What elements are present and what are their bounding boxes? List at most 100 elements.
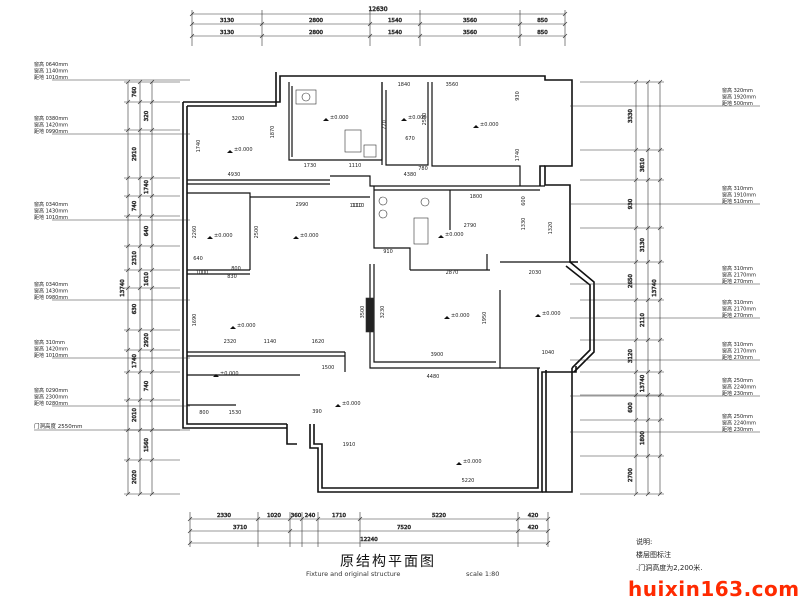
dimension-label: 3500 <box>360 306 366 319</box>
window-spec-label: 窗高 1910mm <box>722 192 756 199</box>
level-marker-icon <box>230 326 236 329</box>
level-label: ±0.000 <box>237 323 256 329</box>
dimension-label: 1730 <box>304 163 317 169</box>
dimension-tick <box>633 369 639 375</box>
window-spec-label: 窗高 1140mm <box>34 68 68 75</box>
dimension-tick <box>125 127 131 133</box>
dimension-tick <box>645 177 651 183</box>
dimension-label: 1740 <box>196 140 202 153</box>
right-dimension-lines: 3330381093031302650211031201374060018002… <box>580 79 664 497</box>
dimension-tick <box>137 347 143 353</box>
dimension-label: 2650 <box>628 274 634 288</box>
dimension-label: 2590 <box>422 113 428 126</box>
dimension-tick <box>149 285 155 291</box>
dimension-label: 2260 <box>192 226 198 239</box>
window-spec-label: 窗高 2170mm <box>722 306 756 313</box>
level-marker-icon <box>473 125 479 128</box>
level-marker-icon <box>401 118 407 121</box>
window-spec-label: 窗高 310mm <box>722 185 753 192</box>
dimension-label: 3900 <box>431 352 444 358</box>
window-spec-label: 窗高 0290mm <box>34 387 68 394</box>
dimension-tick <box>149 397 155 403</box>
dimension-tick <box>645 337 651 343</box>
dimension-label: 4480 <box>427 374 440 380</box>
dimension-tick <box>125 491 131 497</box>
dimension-tick <box>137 267 143 273</box>
dimension-tick <box>149 369 155 375</box>
dimension-tick <box>149 193 155 199</box>
dimension-label: 2990 <box>296 202 309 208</box>
level-label: ±0.000 <box>234 147 253 153</box>
dimension-label: 2020 <box>132 470 138 484</box>
dimension-label: 2920 <box>144 333 150 347</box>
window-spec-label: 窗高 310mm <box>722 299 753 306</box>
level-label: ±0.000 <box>342 401 361 407</box>
drawing-notes: 说明: 楼层图标注 .门洞高度为2,200米. <box>636 536 703 575</box>
dimension-tick <box>137 193 143 199</box>
dimension-label: 2790 <box>464 223 477 229</box>
dimension-label: 1800 <box>470 194 483 200</box>
dimension-tick <box>645 369 651 375</box>
level-marker-icon <box>207 236 213 239</box>
dimension-tick <box>633 147 639 153</box>
window-spec-label: 窗高 1420mm <box>34 346 68 353</box>
dimension-tick <box>149 267 155 273</box>
dimension-label: 1740 <box>132 354 138 368</box>
dimension-tick <box>657 337 663 343</box>
outer-walls <box>182 72 595 493</box>
window-spec-label: 距地 270mm <box>722 312 753 319</box>
dimension-tick <box>149 347 155 353</box>
inner-walls <box>187 82 570 406</box>
dimension-label: 2700 <box>628 468 634 482</box>
dimension-label: 2500 <box>254 226 260 239</box>
window-spec-label: 窗高 1420mm <box>34 122 68 129</box>
level-label: ±0.000 <box>451 313 470 319</box>
note-line: .门洞高度为2,200米. <box>636 564 703 572</box>
dimension-tick <box>125 213 131 219</box>
dimension-label: 3230 <box>380 306 386 319</box>
dimension-label: 1910 <box>343 442 356 448</box>
dimension-label: 850 <box>537 30 548 36</box>
level-label: ±0.000 <box>220 371 239 377</box>
dimension-tick <box>125 327 131 333</box>
dimension-label: 670 <box>405 136 415 142</box>
window-spec-label: 窗高 0640mm <box>34 61 68 68</box>
dimension-tick <box>149 243 155 249</box>
dimension-tick <box>633 297 639 303</box>
dimension-tick <box>645 453 651 459</box>
dimension-tick <box>149 327 155 333</box>
dimension-label: 360 <box>291 513 302 519</box>
level-marker-icon <box>227 150 233 153</box>
dimension-tick <box>125 99 131 105</box>
dimension-tick <box>633 491 639 497</box>
dimension-label: 720 <box>382 120 388 130</box>
dimension-label: 1040 <box>542 350 555 356</box>
dimension-tick <box>633 79 639 85</box>
dimension-tick <box>137 79 143 85</box>
window-spec-label: 距地 270mm <box>722 354 753 361</box>
dimension-label: 1740 <box>515 149 521 162</box>
window-spec-label: 窗高 0340mm <box>34 201 68 208</box>
dimension-label: 800 <box>199 410 209 416</box>
dimension-tick <box>149 457 155 463</box>
dimension-label: 1950 <box>482 312 488 325</box>
dimension-tick <box>137 369 143 375</box>
dimension-label: 1710 <box>332 513 346 519</box>
dimension-label: 2800 <box>309 30 323 36</box>
dimension-tick <box>137 99 143 105</box>
dimension-overall: 12240 <box>360 537 378 543</box>
dimension-label: 640 <box>144 225 150 236</box>
dimension-tick <box>137 327 143 333</box>
dimension-tick <box>137 397 143 403</box>
dimension-label: 740 <box>132 200 138 211</box>
dimension-label: 640 <box>193 256 203 262</box>
dimension-label: 420 <box>528 513 539 519</box>
note-line: 说明: <box>636 538 653 546</box>
dimension-label: 850 <box>537 18 548 24</box>
dimension-tick <box>657 417 663 423</box>
dimension-tick <box>149 213 155 219</box>
dimension-tick <box>633 417 639 423</box>
level-marker-icon <box>323 118 329 121</box>
